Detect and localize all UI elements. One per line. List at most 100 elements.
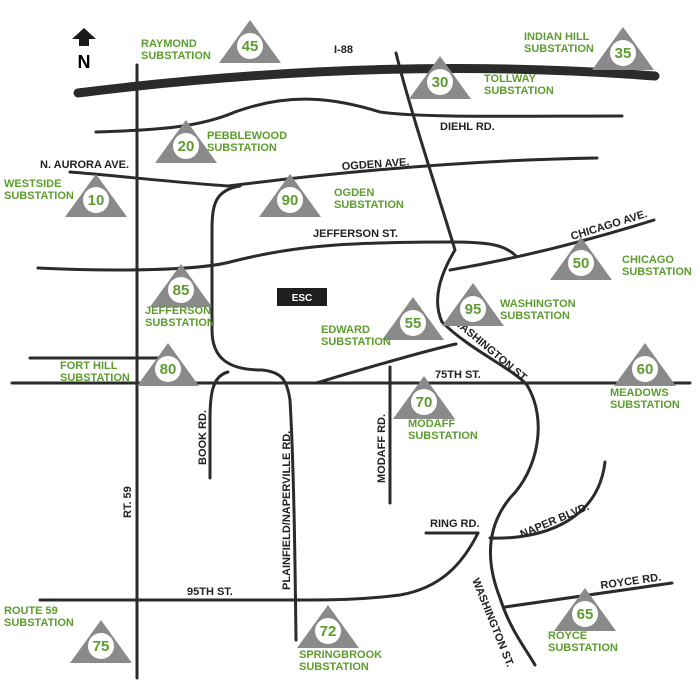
substation-name-line: SUBSTATION <box>299 661 369 673</box>
road-label-ring: RING RD. <box>430 518 480 530</box>
substation-name-line: SUBSTATION <box>500 310 570 322</box>
substation-number-badge <box>632 356 658 382</box>
road-labels: I-88 DIEHL RD. N. AURORA AVE. OGDEN AVE.… <box>40 44 662 669</box>
north-label: N <box>78 52 91 72</box>
substation-number: 55 <box>405 315 422 332</box>
substation-number-badge <box>568 250 594 276</box>
substation-number: 90 <box>282 192 299 209</box>
north-arrow: N <box>72 28 96 72</box>
substation-number-badge <box>315 618 341 644</box>
road-washington-upper <box>394 51 529 387</box>
road-washington-lower <box>489 383 540 667</box>
substation-number-badge <box>610 40 636 66</box>
substation-name-line: SUBSTATION <box>334 199 404 211</box>
substation-number: 45 <box>242 38 259 55</box>
road-book <box>208 370 230 480</box>
substation-number-badge <box>427 69 453 95</box>
road-network <box>10 51 692 680</box>
road-label-diehl: DIEHL RD. <box>440 121 495 133</box>
substation-number-badge <box>237 33 263 59</box>
substation-number-badge <box>88 633 114 659</box>
substation-name-line: SUBSTATION <box>4 190 74 202</box>
esc-box <box>277 288 327 306</box>
substation-number: 65 <box>577 606 594 623</box>
substation-name-line: SUBSTATION <box>4 617 74 629</box>
road-naper <box>488 460 607 540</box>
substation-number: 80 <box>160 361 177 378</box>
substation-number: 85 <box>173 282 190 299</box>
substation-number: 20 <box>178 138 195 155</box>
substation-name-line: CHICAGO <box>622 254 674 266</box>
substation-name-line: SUBSTATION <box>408 430 478 442</box>
substation-number-badge <box>83 187 109 213</box>
road-label-naper: NAPER BLVD. <box>518 501 591 541</box>
substation-number-badge <box>168 277 194 303</box>
substation-name-line: SUBSTATION <box>207 142 277 154</box>
substation-name-line: WESTSIDE <box>4 178 61 190</box>
substation-number-badge <box>400 310 426 336</box>
road-label-modaff: MODAFF RD. <box>376 414 388 483</box>
substation-name-line: FORT HILL <box>60 360 118 372</box>
substation-name-line: SUBSTATION <box>622 266 692 278</box>
road-label-75th: 75TH ST. <box>435 369 481 381</box>
substation-name-line: INDIAN HILL <box>524 31 590 43</box>
substation-name-line: SPRINGBROOK <box>299 649 382 661</box>
road-jefferson <box>36 240 518 272</box>
substation-name-line: WASHINGTON <box>500 298 576 310</box>
substation-number-badge <box>155 356 181 382</box>
road-n-aurora-ogden <box>68 156 599 188</box>
substation-name-line: TOLLWAY <box>484 73 537 85</box>
substation-number: 60 <box>637 361 654 378</box>
substation-number: 50 <box>573 255 590 272</box>
substation-number-badge <box>411 389 437 415</box>
road-plainfield <box>288 398 298 642</box>
substation-number: 70 <box>416 394 433 411</box>
road-label-95th: 95TH ST. <box>187 586 233 598</box>
road-chicago <box>448 218 656 272</box>
substation-name-line: SUBSTATION <box>484 85 554 97</box>
substation-number: 95 <box>465 301 482 318</box>
substation-number: 35 <box>615 45 632 62</box>
esc-label: ESC <box>292 293 313 304</box>
road-label-book: BOOK RD. <box>197 410 209 465</box>
substation-name-line: PEBBLEWOOD <box>207 130 287 142</box>
substation-name-line: SUBSTATION <box>548 642 618 654</box>
road-i88 <box>73 64 660 98</box>
substation-name-line: SUBSTATION <box>60 372 130 384</box>
substation-number-badge <box>173 133 199 159</box>
substation-name-line: SUBSTATION <box>610 399 680 411</box>
substation-number: 10 <box>88 192 105 209</box>
substation-name-line: SUBSTATION <box>141 50 211 62</box>
esc-marker: ESC <box>277 288 327 306</box>
road-label-jefferson: JEFFERSON ST. <box>313 228 398 240</box>
road-label-rt59: RT. 59 <box>122 486 134 518</box>
substation-name-line: RAYMOND <box>141 38 197 50</box>
substation-name-line: SUBSTATION <box>145 317 215 329</box>
substation-name-line: SUBSTATION <box>524 43 594 55</box>
road-label-plainfield: PLAINFIELD/NAPERVILLE RD. <box>281 431 293 590</box>
substation-name-line: MEADOWS <box>610 387 669 399</box>
north-arrow-icon <box>72 28 96 46</box>
substation-number: 75 <box>93 638 110 655</box>
substation-name-line: EDWARD <box>321 324 370 336</box>
road-diehl <box>94 97 624 134</box>
substation-name-line: ROYCE <box>548 630 587 642</box>
road-loop-west <box>210 184 292 402</box>
substation-name-line: OGDEN <box>334 187 374 199</box>
substation-number-badge <box>572 601 598 627</box>
substation-name-line: SUBSTATION <box>321 336 391 348</box>
